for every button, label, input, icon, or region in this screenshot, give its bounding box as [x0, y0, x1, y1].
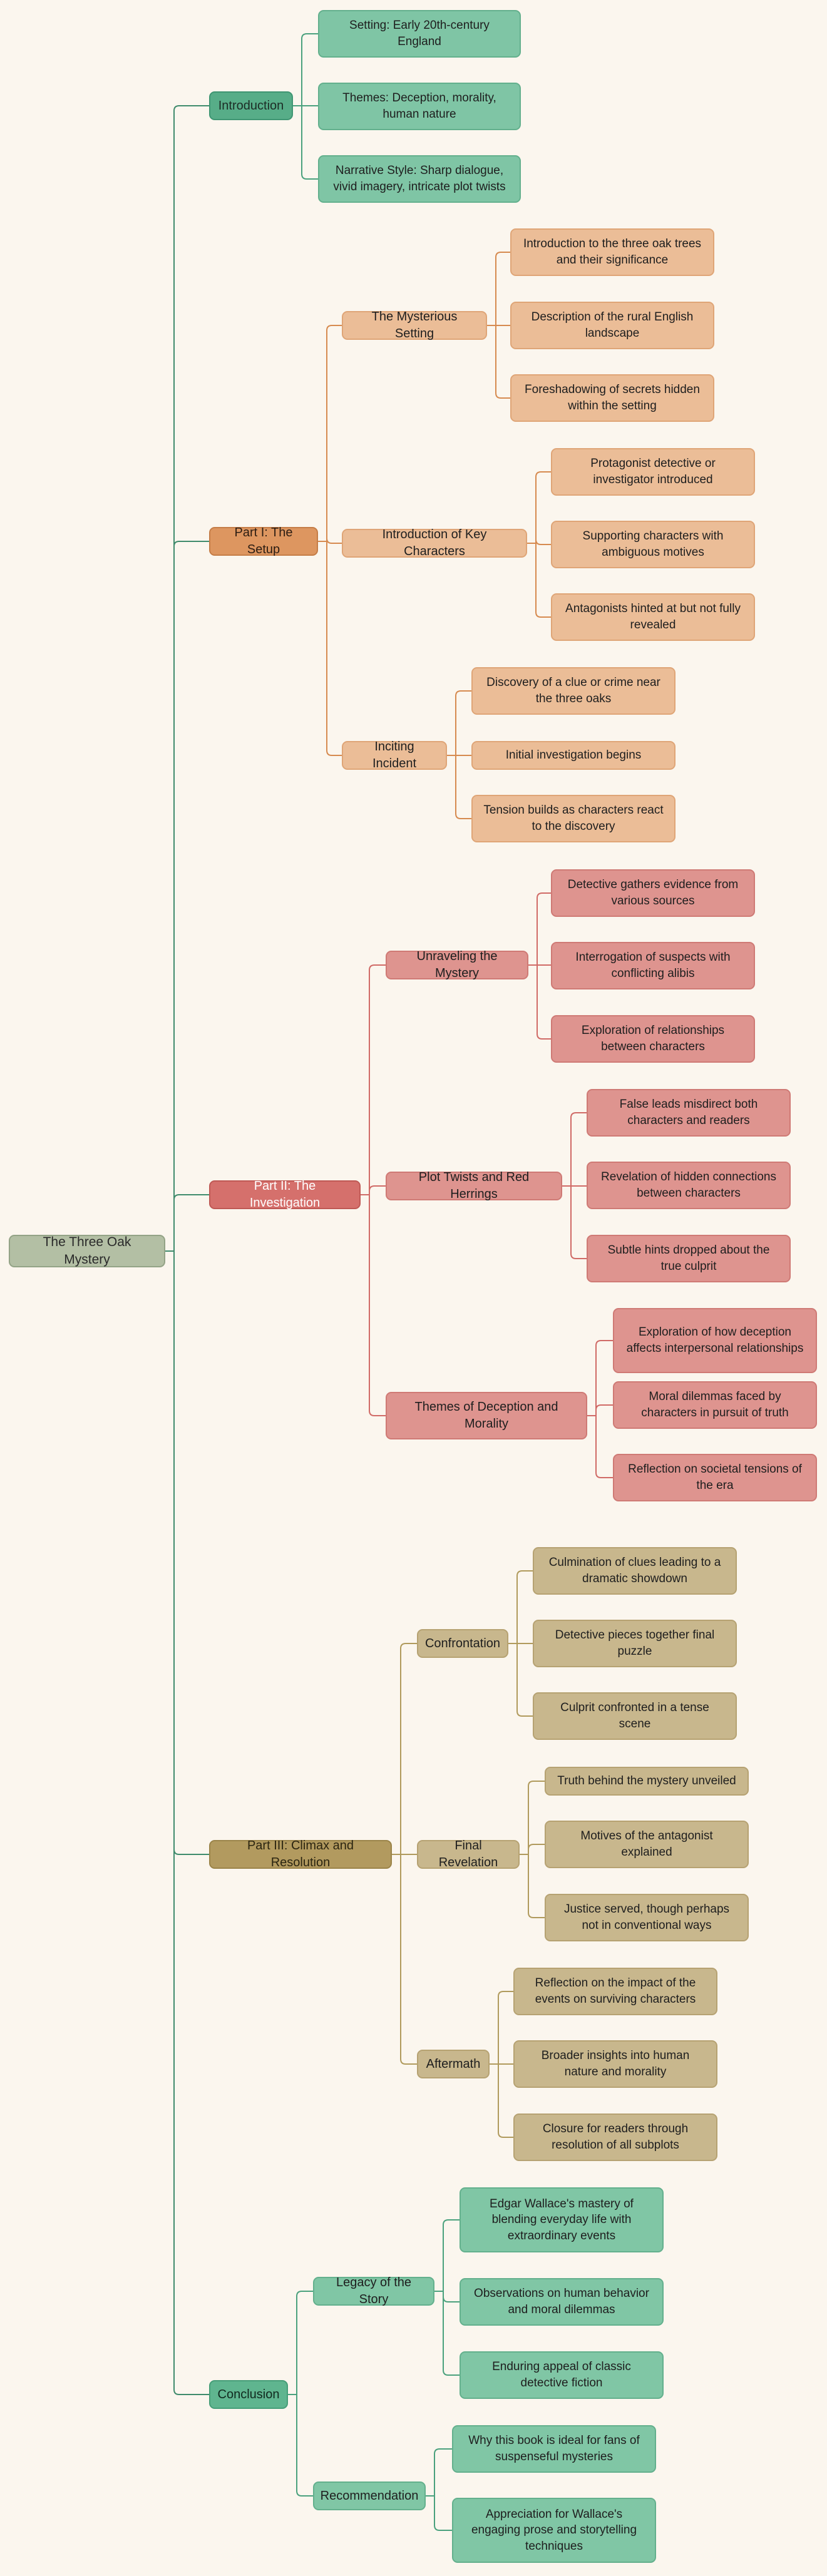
link-investigation-0 — [361, 964, 386, 1195]
link-root-conclusion — [165, 1250, 209, 2395]
leaf-subtle-hints-dropped-about-the-true-culprit[interactable]: Subtle hints dropped about the true culp… — [587, 1235, 791, 1282]
leaf-broader-insights-into-human-nature-and-morality[interactable]: Broader insights into human nature and m… — [513, 2040, 717, 2088]
link-setup-2-0 — [447, 690, 471, 756]
subtopic-inciting-incident[interactable]: Inciting Incident — [342, 740, 447, 770]
link-setup-1-0 — [527, 471, 551, 544]
link-conclusion-0-2 — [434, 2291, 460, 2376]
link-investigation-1 — [361, 1185, 386, 1195]
subtopic-unraveling-the-mystery[interactable]: Unraveling the Mystery — [386, 949, 528, 980]
branch-part-ii-the-investigation[interactable]: Part II: The Investigation — [209, 1179, 361, 1210]
leaf-discovery-of-a-clue-or-crime-near-the-three-oaks[interactable]: Discovery of a clue or crime near the th… — [471, 667, 675, 715]
link-intro-0 — [293, 33, 318, 106]
link-investigation-1-0 — [562, 1112, 587, 1187]
leaf-reflection-on-societal-tensions-of-the-era[interactable]: Reflection on societal tensions of the e… — [613, 1454, 817, 1501]
link-climax-1-0 — [520, 1781, 545, 1855]
link-investigation-2-1 — [587, 1404, 613, 1416]
subtopic-aftermath[interactable]: Aftermath — [417, 2050, 490, 2078]
leaf-description-of-the-rural-english-landscape[interactable]: Description of the rural English landsca… — [510, 302, 714, 349]
subtopic-legacy-of-the-story[interactable]: Legacy of the Story — [313, 2276, 434, 2306]
branch-conclusion[interactable]: Conclusion — [209, 2380, 288, 2409]
link-climax-1-1 — [520, 1844, 545, 1855]
leaf-detective-gathers-evidence-from-various-sources[interactable]: Detective gathers evidence from various … — [551, 869, 755, 917]
link-setup-1-2 — [527, 543, 551, 618]
leaf-enduring-appeal-of-classic-detective-fiction[interactable]: Enduring appeal of classic detective fic… — [460, 2351, 664, 2399]
link-conclusion-0 — [288, 2291, 313, 2395]
leaf-justice-served-though-perhaps-not-in-conventiona[interactable]: Justice served, though perhaps not in co… — [545, 1894, 749, 1941]
link-root-setup — [165, 541, 209, 1252]
link-setup-2 — [318, 541, 342, 756]
leaf-why-this-book-is-ideal-for-fans-of-suspenseful-m[interactable]: Why this book is ideal for fans of suspe… — [452, 2425, 656, 2473]
link-intro-2 — [293, 105, 318, 180]
link-investigation-2-2 — [587, 1415, 613, 1478]
leaf-introduction-to-the-three-oak-trees-and-their-si[interactable]: Introduction to the three oak trees and … — [510, 228, 714, 276]
link-conclusion-0-0 — [434, 2219, 460, 2292]
leaf-detective-pieces-together-final-puzzle[interactable]: Detective pieces together final puzzle — [533, 1620, 737, 1667]
link-setup-0-0 — [487, 252, 510, 326]
leaf-moral-dilemmas-faced-by-characters-in-pursuit-of[interactable]: Moral dilemmas faced by characters in pu… — [613, 1381, 817, 1429]
link-climax-1-2 — [520, 1854, 545, 1918]
leaf-themes-deception-morality-human-nature[interactable]: Themes: Deception, morality, human natur… — [318, 83, 521, 130]
leaf-culprit-confronted-in-a-tense-scene[interactable]: Culprit confronted in a tense scene — [533, 1692, 737, 1740]
leaf-reflection-on-the-impact-of-the-events-on-surviv[interactable]: Reflection on the impact of the events o… — [513, 1968, 717, 2015]
link-setup-0 — [318, 325, 342, 542]
leaf-truth-behind-the-mystery-unveiled[interactable]: Truth behind the mystery unveiled — [545, 1767, 749, 1796]
leaf-foreshadowing-of-secrets-hidden-within-the-setti[interactable]: Foreshadowing of secrets hidden within t… — [510, 374, 714, 422]
leaf-protagonist-detective-or-investigator-introduced[interactable]: Protagonist detective or investigator in… — [551, 448, 755, 496]
link-investigation-2 — [361, 1194, 386, 1416]
leaf-exploration-of-how-deception-affects-interperson[interactable]: Exploration of how deception affects int… — [613, 1308, 817, 1373]
link-conclusion-1-1 — [426, 2495, 452, 2531]
subtopic-recommendation[interactable]: Recommendation — [313, 2481, 426, 2510]
leaf-closure-for-readers-through-resolution-of-all-su[interactable]: Closure for readers through resolution o… — [513, 2113, 717, 2161]
link-conclusion-0-1 — [434, 2291, 460, 2303]
leaf-exploration-of-relationships-between-characters[interactable]: Exploration of relationships between cha… — [551, 1015, 755, 1063]
link-climax-0-0 — [508, 1570, 533, 1644]
leaf-appreciation-for-wallace-s-engaging-prose-and-st[interactable]: Appreciation for Wallace's engaging pros… — [452, 2498, 656, 2563]
link-investigation-1-2 — [562, 1185, 587, 1259]
subtopic-final-revelation[interactable]: Final Revelation — [417, 1839, 520, 1869]
root-node[interactable]: The Three Oak Mystery — [9, 1235, 165, 1267]
link-conclusion-1 — [288, 2394, 313, 2497]
link-root-intro — [165, 105, 209, 1252]
subtopic-introduction-of-key-characters[interactable]: Introduction of Key Characters — [342, 528, 527, 558]
leaf-setting-early-20th-century-england[interactable]: Setting: Early 20th-century England — [318, 10, 521, 58]
leaf-motives-of-the-antagonist-explained[interactable]: Motives of the antagonist explained — [545, 1821, 749, 1868]
branch-part-iii-climax-and-resolution[interactable]: Part III: Climax and Resolution — [209, 1839, 392, 1869]
link-investigation-0-2 — [528, 964, 551, 1040]
link-climax-0 — [392, 1643, 417, 1855]
link-setup-1 — [318, 538, 342, 544]
leaf-culmination-of-clues-leading-to-a-dramatic-showd[interactable]: Culmination of clues leading to a dramat… — [533, 1547, 737, 1595]
link-investigation-0-0 — [528, 892, 551, 966]
leaf-observations-on-human-behavior-and-moral-dilemma[interactable]: Observations on human behavior and moral… — [460, 2278, 664, 2326]
branch-part-i-the-setup[interactable]: Part I: The Setup — [209, 526, 318, 556]
link-setup-2-2 — [447, 755, 471, 819]
leaf-interrogation-of-suspects-with-conflicting-alibi[interactable]: Interrogation of suspects with conflicti… — [551, 942, 755, 989]
subtopic-themes-of-deception-and-morality[interactable]: Themes of Deception and Morality — [386, 1392, 587, 1439]
leaf-edgar-wallace-s-mastery-of-blending-everyday-lif[interactable]: Edgar Wallace's mastery of blending ever… — [460, 2187, 664, 2252]
leaf-initial-investigation-begins[interactable]: Initial investigation begins — [471, 741, 675, 770]
leaf-false-leads-misdirect-both-characters-and-reader[interactable]: False leads misdirect both characters an… — [587, 1089, 791, 1137]
leaf-supporting-characters-with-ambiguous-motives[interactable]: Supporting characters with ambiguous mot… — [551, 521, 755, 568]
link-conclusion-1-0 — [426, 2448, 452, 2497]
leaf-tension-builds-as-characters-react-to-the-discov[interactable]: Tension builds as characters react to th… — [471, 795, 675, 842]
branch-introduction[interactable]: Introduction — [209, 91, 293, 120]
subtopic-plot-twists-and-red-herrings[interactable]: Plot Twists and Red Herrings — [386, 1170, 562, 1201]
link-climax-2-0 — [490, 1991, 513, 2065]
link-root-climax — [165, 1250, 209, 1855]
link-setup-0-2 — [487, 325, 510, 399]
leaf-antagonists-hinted-at-but-not-fully-revealed[interactable]: Antagonists hinted at but not fully reve… — [551, 593, 755, 641]
link-root-investigation — [165, 1194, 209, 1252]
link-climax-2 — [392, 1854, 417, 2065]
link-climax-0-2 — [508, 1643, 533, 1717]
subtopic-the-mysterious-setting[interactable]: The Mysterious Setting — [342, 310, 487, 340]
leaf-narrative-style-sharp-dialogue-vivid-imagery-int[interactable]: Narrative Style: Sharp dialogue, vivid i… — [318, 155, 521, 203]
subtopic-confrontation[interactable]: Confrontation — [417, 1629, 508, 1658]
link-climax-2-2 — [490, 2063, 513, 2138]
leaf-revelation-of-hidden-connections-between-charact[interactable]: Revelation of hidden connections between… — [587, 1162, 791, 1209]
link-investigation-2-0 — [587, 1340, 613, 1416]
link-setup-1-1 — [527, 539, 551, 545]
